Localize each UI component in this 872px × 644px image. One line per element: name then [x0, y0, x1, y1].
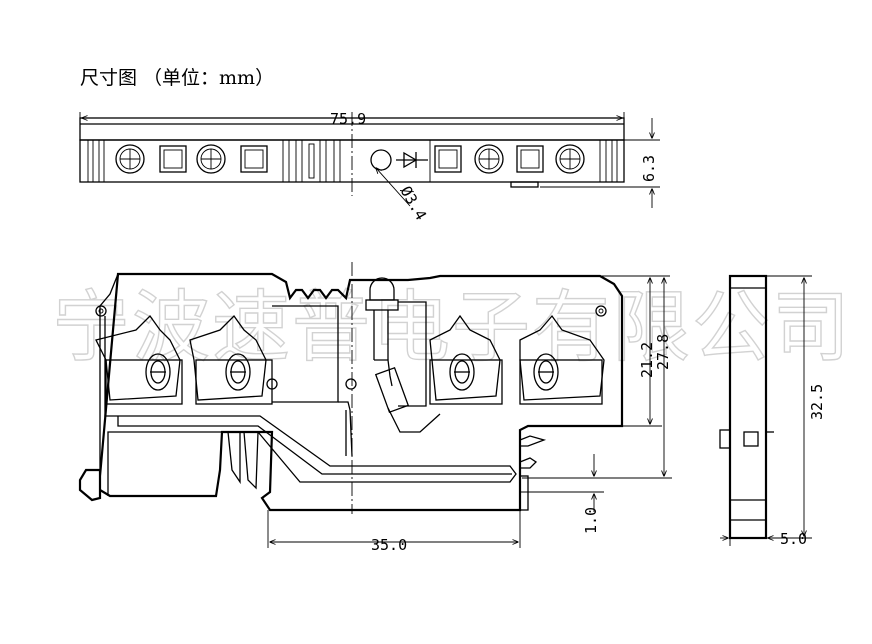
top-view — [79, 112, 625, 196]
resistor-icon — [374, 359, 441, 433]
screw-icon-1 — [115, 144, 145, 174]
screw-icon-4 — [555, 144, 585, 174]
dim-rail-offset: 1.0 — [582, 507, 600, 534]
wire-entry-4 — [516, 145, 544, 173]
dim-top-height: 6.3 — [640, 155, 658, 182]
dim-side-width: 5.0 — [780, 530, 807, 548]
screw-icon-2 — [196, 144, 226, 174]
mount-hole-left — [95, 305, 107, 317]
page-title: 尺寸图 （单位：mm） — [80, 67, 274, 89]
dim-base-width: 35.0 — [371, 536, 407, 554]
dim-hole-diameter: Ø3.4 — [397, 183, 431, 223]
front-view — [78, 262, 624, 514]
dim-height-outer: 27.8 — [654, 334, 672, 370]
wire-entry-1 — [159, 145, 187, 173]
side-view — [719, 274, 774, 540]
wire-entry-3 — [434, 145, 462, 173]
clamp-right-1 — [429, 314, 503, 405]
clamp-left-2 — [189, 314, 278, 405]
mount-hole-right — [595, 305, 607, 317]
led-hole — [370, 149, 392, 171]
dim-height-inner: 21.2 — [638, 342, 656, 378]
clamp-right-2 — [519, 314, 605, 405]
clamp-left-1 — [95, 314, 183, 405]
dim-overall-length: 75.9 — [330, 110, 366, 128]
screw-icon-3 — [474, 144, 504, 174]
dimension-lines — [79, 112, 812, 548]
wire-entry-2 — [240, 145, 268, 173]
diode-icon — [396, 151, 428, 169]
dim-side-height: 32.5 — [808, 384, 826, 420]
led-icon — [365, 277, 399, 360]
